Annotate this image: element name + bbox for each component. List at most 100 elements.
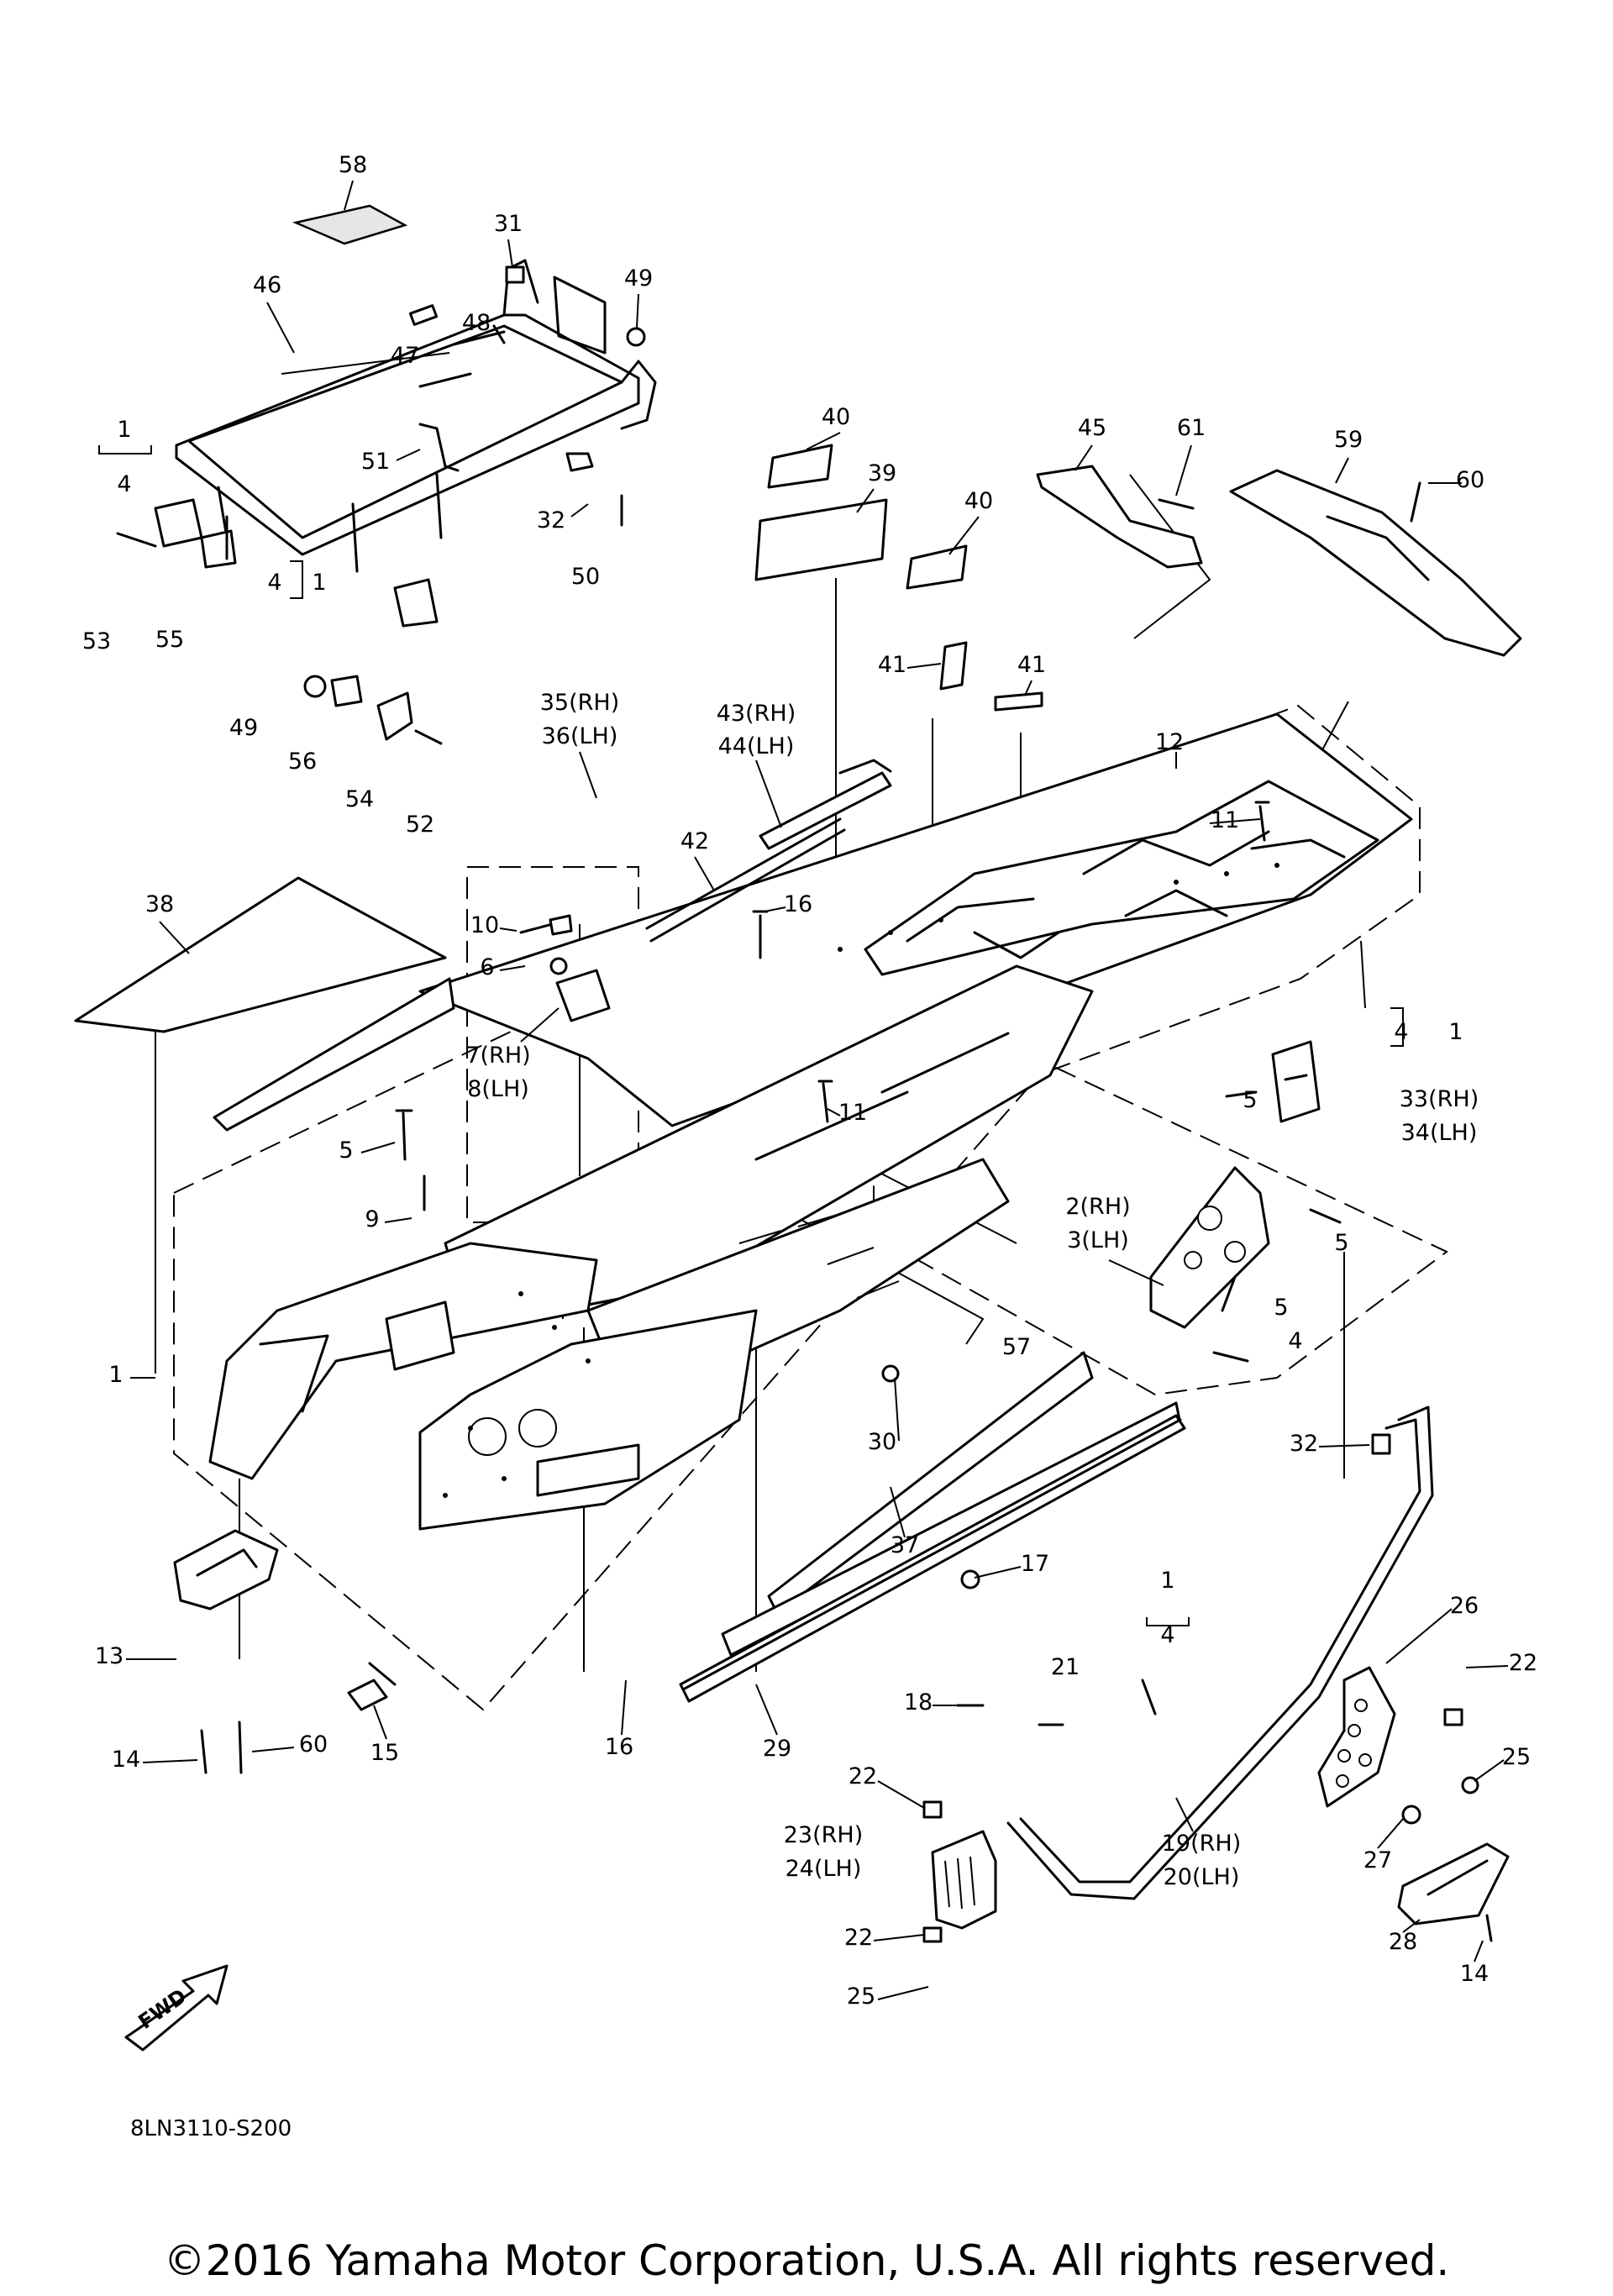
tunnel-assembly [208,712,1413,1531]
label-29: 29 [763,1736,791,1762]
label-33: 33(RH) [1400,1086,1479,1112]
label-22c: 22 [844,1925,873,1951]
label-23: 23(RH) [784,1822,864,1848]
label-9: 9 [365,1206,379,1232]
label-41a: 41 [878,652,906,678]
label-5b: 5 [339,1137,353,1164]
label-25b: 25 [847,1983,875,2010]
label-6: 6 [480,954,494,980]
label-5c: 5 [1334,1230,1348,1256]
rear-bumper-assembly [175,259,657,628]
label-5d: 5 [1274,1295,1288,1321]
label-40a: 40 [822,404,850,430]
label-1b: 1 [312,570,326,596]
label-leaders [126,180,1509,2000]
pads-and-spacers [74,759,892,1132]
label-10: 10 [470,912,499,938]
label-50: 50 [571,564,600,590]
label-36: 36(LH) [542,723,618,749]
label-18: 18 [904,1689,933,1715]
label-3: 3(LH) [1067,1227,1129,1253]
label-20: 20(LH) [1164,1864,1240,1890]
label-4b: 4 [267,570,281,596]
label-19: 19(RH) [1162,1831,1242,1857]
label-49b: 49 [229,715,258,741]
label-60a: 60 [1456,467,1484,493]
label-30: 30 [868,1429,896,1455]
label-16a: 16 [784,891,812,917]
label-22a: 22 [1509,1650,1537,1676]
label-4d: 4 [1288,1328,1302,1354]
label-11b: 11 [838,1100,867,1126]
label-58: 58 [339,152,367,178]
label-24: 24(LH) [785,1856,862,1882]
label-52: 52 [406,812,434,838]
kit-brackets [98,445,1404,1626]
label-1d: 1 [108,1362,123,1388]
label-4e: 4 [1160,1622,1174,1648]
label-15: 15 [370,1740,399,1766]
label-47: 47 [391,343,419,369]
label-4a: 4 [117,471,131,497]
chassis-rails [679,1351,1186,1703]
label-21: 21 [1051,1654,1080,1680]
label-1c: 1 [1448,1019,1463,1045]
label-17: 17 [1021,1551,1049,1577]
label-39: 39 [868,460,896,486]
label-8: 8(LH) [467,1076,529,1102]
label-32a: 32 [537,507,565,533]
label-54: 54 [345,786,374,812]
label-35: 35(RH) [540,690,620,716]
label-11a: 11 [1211,807,1239,833]
label-44: 44(LH) [718,733,795,759]
label-14a: 14 [112,1747,140,1773]
label-46: 46 [253,272,281,298]
label-51: 51 [361,449,390,475]
label-31: 31 [494,211,523,237]
label-1e: 1 [1160,1568,1174,1594]
label-61: 61 [1177,415,1206,441]
label-26: 26 [1450,1593,1479,1619]
upper-small-parts [754,444,1522,712]
bumper-hardware [116,204,646,745]
label-4c: 4 [1394,1019,1408,1045]
label-22b: 22 [849,1763,877,1789]
label-60b: 60 [299,1731,328,1757]
label-2: 2(RH) [1065,1194,1130,1220]
label-5a: 5 [1243,1087,1257,1113]
label-27: 27 [1363,1847,1392,1873]
label-7: 7(RH) [465,1043,530,1069]
right-brackets [1149,1040,1321,1329]
label-25a: 25 [1502,1744,1531,1770]
label-55: 55 [155,627,184,653]
label-32b: 32 [1290,1431,1318,1457]
diagram-code: 8LN3110-S200 [130,2116,292,2141]
label-1a: 1 [117,417,131,443]
fwd-arrow-icon: FWD [124,1964,229,2052]
label-53: 53 [82,628,111,654]
tunnel-rivets [443,863,1279,1498]
label-41b: 41 [1017,652,1046,678]
label-16b: 16 [605,1734,633,1760]
front-brace-tube [1006,1405,1434,1900]
footrest-parts [173,1529,1510,1930]
label-34: 34(LH) [1401,1120,1478,1146]
copyright-notice: ©2016 Yamaha Motor Corporation, U.S.A. A… [164,2236,1450,2285]
louvers [738,1213,900,1299]
label-57: 57 [1002,1334,1031,1360]
label-12: 12 [1155,729,1184,755]
label-14b: 14 [1460,1961,1489,1987]
label-42: 42 [680,828,709,854]
part-labels: 58 31 49 46 48 47 51 32 50 1 4 4 1 53 55… [82,152,1537,2010]
label-48: 48 [462,310,491,336]
label-38: 38 [145,891,174,917]
label-43: 43(RH) [717,701,796,727]
label-45: 45 [1078,415,1106,441]
label-13: 13 [95,1643,123,1669]
label-56: 56 [288,749,317,775]
label-49a: 49 [624,265,653,292]
label-40b: 40 [964,488,993,514]
label-59: 59 [1334,427,1363,453]
label-28: 28 [1389,1929,1417,1955]
